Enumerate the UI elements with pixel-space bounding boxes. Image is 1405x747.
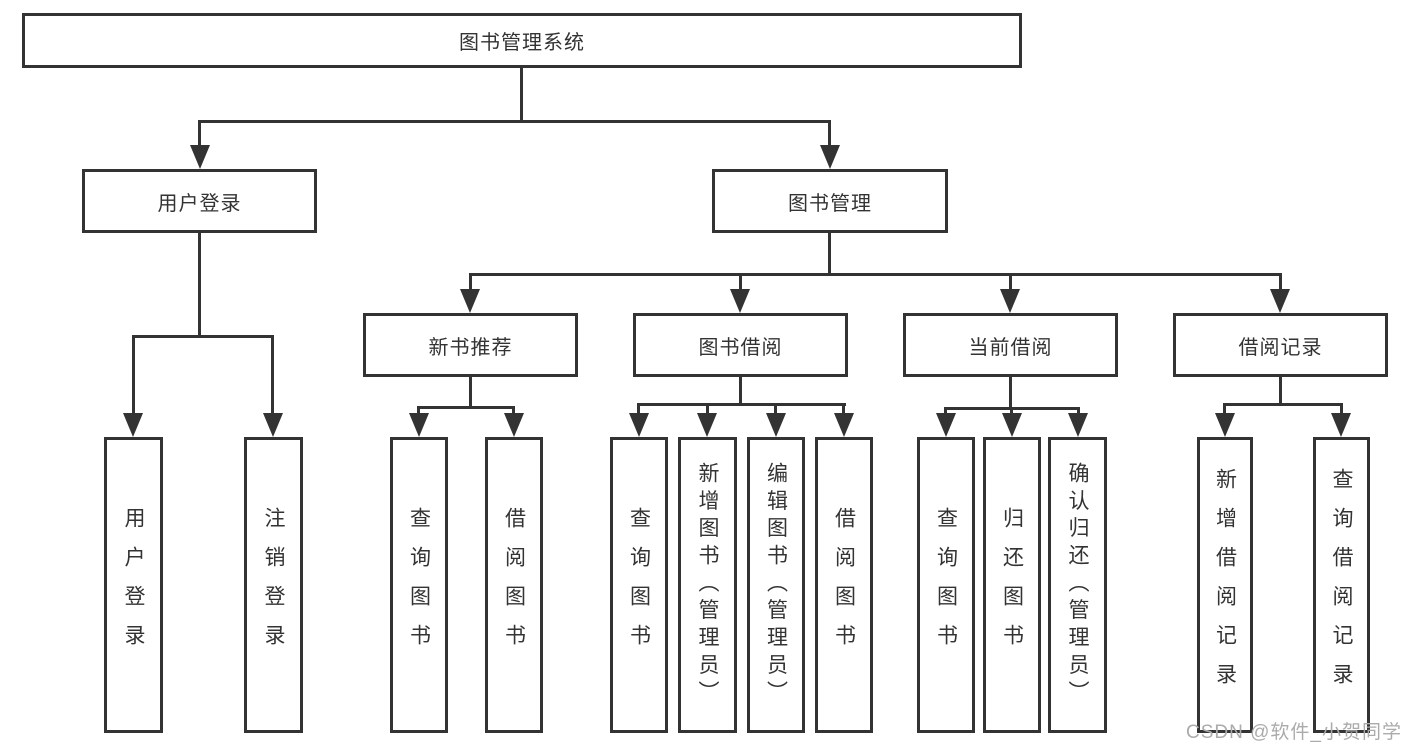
arrowhead-bb-edit bbox=[766, 413, 786, 437]
connector-drop-book-mgmt bbox=[828, 120, 831, 148]
connector-root-bar bbox=[199, 120, 831, 123]
connector-book-mgmt-stem bbox=[828, 233, 831, 273]
leaf-cb-confirm-return-admin: 确认归还（管理员） bbox=[1048, 437, 1107, 733]
node-book-management-label: 图书管理 bbox=[788, 192, 872, 215]
node-user-login-label: 用户登录 bbox=[157, 192, 242, 215]
arrowhead-book-mgmt bbox=[820, 145, 840, 169]
arrowhead-cb-return bbox=[1002, 413, 1022, 437]
connector-current-borrow-stem bbox=[1009, 377, 1012, 407]
connector-drop-bb-query bbox=[637, 403, 640, 416]
leaf-logout: 注销登录 bbox=[244, 437, 303, 733]
arrowhead-leaf-user-login bbox=[123, 413, 143, 437]
leaf-br-query-record: 查询借阅记录 bbox=[1313, 437, 1370, 733]
node-borrowing-records-label: 借阅记录 bbox=[1238, 336, 1323, 359]
csdn-watermark: CSDN @软件_小贺同学 bbox=[1186, 722, 1402, 743]
connector-drop-book-borrow bbox=[739, 273, 742, 291]
arrowhead-cb-confirm bbox=[1068, 413, 1088, 437]
connector-drop-borrow-records bbox=[1279, 273, 1282, 291]
arrowhead-bb-borrow bbox=[834, 413, 854, 437]
connector-borrow-records-stem bbox=[1279, 377, 1282, 403]
connector-drop-leaf-logout bbox=[271, 335, 274, 415]
connector-drop-bb-add bbox=[706, 403, 709, 416]
connector-drop-cb-query bbox=[944, 407, 947, 416]
leaf-cb-query-books: 查询图书 bbox=[917, 437, 975, 733]
node-root-label: 图书管理系统 bbox=[459, 32, 585, 54]
connector-drop-br-add bbox=[1223, 403, 1226, 416]
node-borrowing-records: 借阅记录 bbox=[1173, 313, 1388, 377]
arrowhead-leaf-logout bbox=[263, 413, 283, 437]
leaf-nb-borrow-books: 借阅图书 bbox=[485, 437, 543, 733]
connector-drop-current-borrow bbox=[1009, 273, 1012, 291]
connector-drop-leaf-user-login bbox=[132, 335, 135, 415]
arrowhead-cb-query bbox=[936, 413, 956, 437]
node-current-borrowing-label: 当前借阅 bbox=[968, 336, 1053, 359]
connector-drop-nb-borrow bbox=[512, 406, 515, 416]
node-book-borrowing-label: 图书借阅 bbox=[698, 336, 783, 359]
connector-drop-br-query bbox=[1340, 403, 1343, 416]
leaf-bb-borrow-books: 借阅图书 bbox=[815, 437, 873, 733]
connector-new-book-bar bbox=[418, 406, 515, 409]
leaf-cb-return-books: 归还图书 bbox=[983, 437, 1041, 733]
connector-drop-new-book bbox=[469, 273, 472, 291]
connector-drop-bb-borrow bbox=[842, 403, 845, 416]
leaf-br-add-record: 新增借阅记录 bbox=[1197, 437, 1253, 733]
connector-user-login-bar bbox=[132, 335, 274, 338]
connector-drop-user-login bbox=[198, 120, 201, 148]
arrowhead-br-query bbox=[1331, 413, 1351, 437]
connector-borrow-records-bar bbox=[1224, 403, 1343, 406]
connector-drop-cb-return bbox=[1010, 407, 1013, 416]
leaf-bb-add-books-admin: 新增图书（管理员） bbox=[678, 437, 737, 733]
node-new-book-recommendation: 新书推荐 bbox=[363, 313, 578, 377]
connector-book-mgmt-bar bbox=[469, 273, 1282, 276]
arrowhead-bb-add bbox=[697, 413, 717, 437]
node-root-library-system: 图书管理系统 bbox=[22, 13, 1022, 68]
connector-drop-bb-edit bbox=[774, 403, 777, 416]
connector-book-borrow-bar bbox=[638, 403, 846, 406]
connector-user-login-stem bbox=[198, 233, 201, 335]
arrowhead-br-add bbox=[1215, 413, 1235, 437]
arrowhead-bb-query bbox=[629, 413, 649, 437]
leaf-nb-query-books: 查询图书 bbox=[390, 437, 448, 733]
connector-drop-nb-query bbox=[417, 406, 420, 416]
connector-root-stem bbox=[520, 68, 523, 123]
arrowhead-nb-borrow bbox=[504, 413, 524, 437]
connector-book-borrow-stem bbox=[739, 377, 742, 403]
leaf-user-login: 用户登录 bbox=[104, 437, 163, 733]
node-book-management: 图书管理 bbox=[712, 169, 948, 233]
arrowhead-book-borrow bbox=[730, 289, 750, 313]
arrowhead-new-book bbox=[460, 289, 480, 313]
node-book-borrowing: 图书借阅 bbox=[633, 313, 848, 377]
leaf-bb-edit-books-admin: 编辑图书（管理员） bbox=[747, 437, 805, 733]
node-user-login: 用户登录 bbox=[82, 169, 317, 233]
leaf-bb-query-books: 查询图书 bbox=[610, 437, 668, 733]
connector-drop-cb-confirm bbox=[1077, 407, 1080, 416]
arrowhead-nb-query bbox=[409, 413, 429, 437]
arrowhead-current-borrow bbox=[1000, 289, 1020, 313]
connector-new-book-stem bbox=[469, 377, 472, 406]
arrowhead-user-login bbox=[190, 145, 210, 169]
node-new-book-recommendation-label: 新书推荐 bbox=[428, 336, 513, 359]
arrowhead-borrow-records bbox=[1270, 289, 1290, 313]
node-current-borrowing: 当前借阅 bbox=[903, 313, 1118, 377]
